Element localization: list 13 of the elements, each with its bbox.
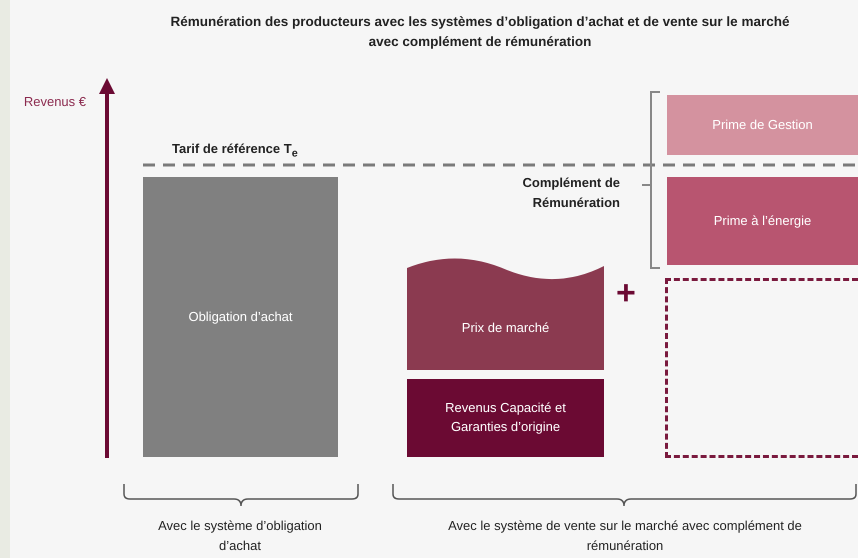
plus-sign: + — [616, 276, 636, 310]
energy-premium-block: Prime à l’énergie — [667, 177, 858, 265]
reference-tariff-label: Tarif de référence T$_{e}$ — [172, 141, 298, 160]
bracket-label: Complément de Rémunération — [521, 174, 620, 212]
market-price-block: Prix de marché — [407, 256, 604, 370]
management-premium-block: Prime de Gestion — [667, 95, 858, 155]
axis-label: Revenus € — [22, 93, 86, 111]
purchase-block: Obligation d’achat — [143, 177, 338, 457]
dashed-box — [665, 278, 858, 458]
group-caption: Avec le système de vente sur le marché avec complément de rémunération — [447, 517, 803, 554]
group-caption: Avec le système d’obligation d’achat — [157, 517, 323, 554]
capacity-block: Revenus Capacité et Garanties d’origine — [407, 379, 604, 457]
diagram-title: Rémunération des producteurs avec les systèmes d’obligation d’achat et de vente sur le marché avec complément de rémunération — [170, 13, 790, 52]
